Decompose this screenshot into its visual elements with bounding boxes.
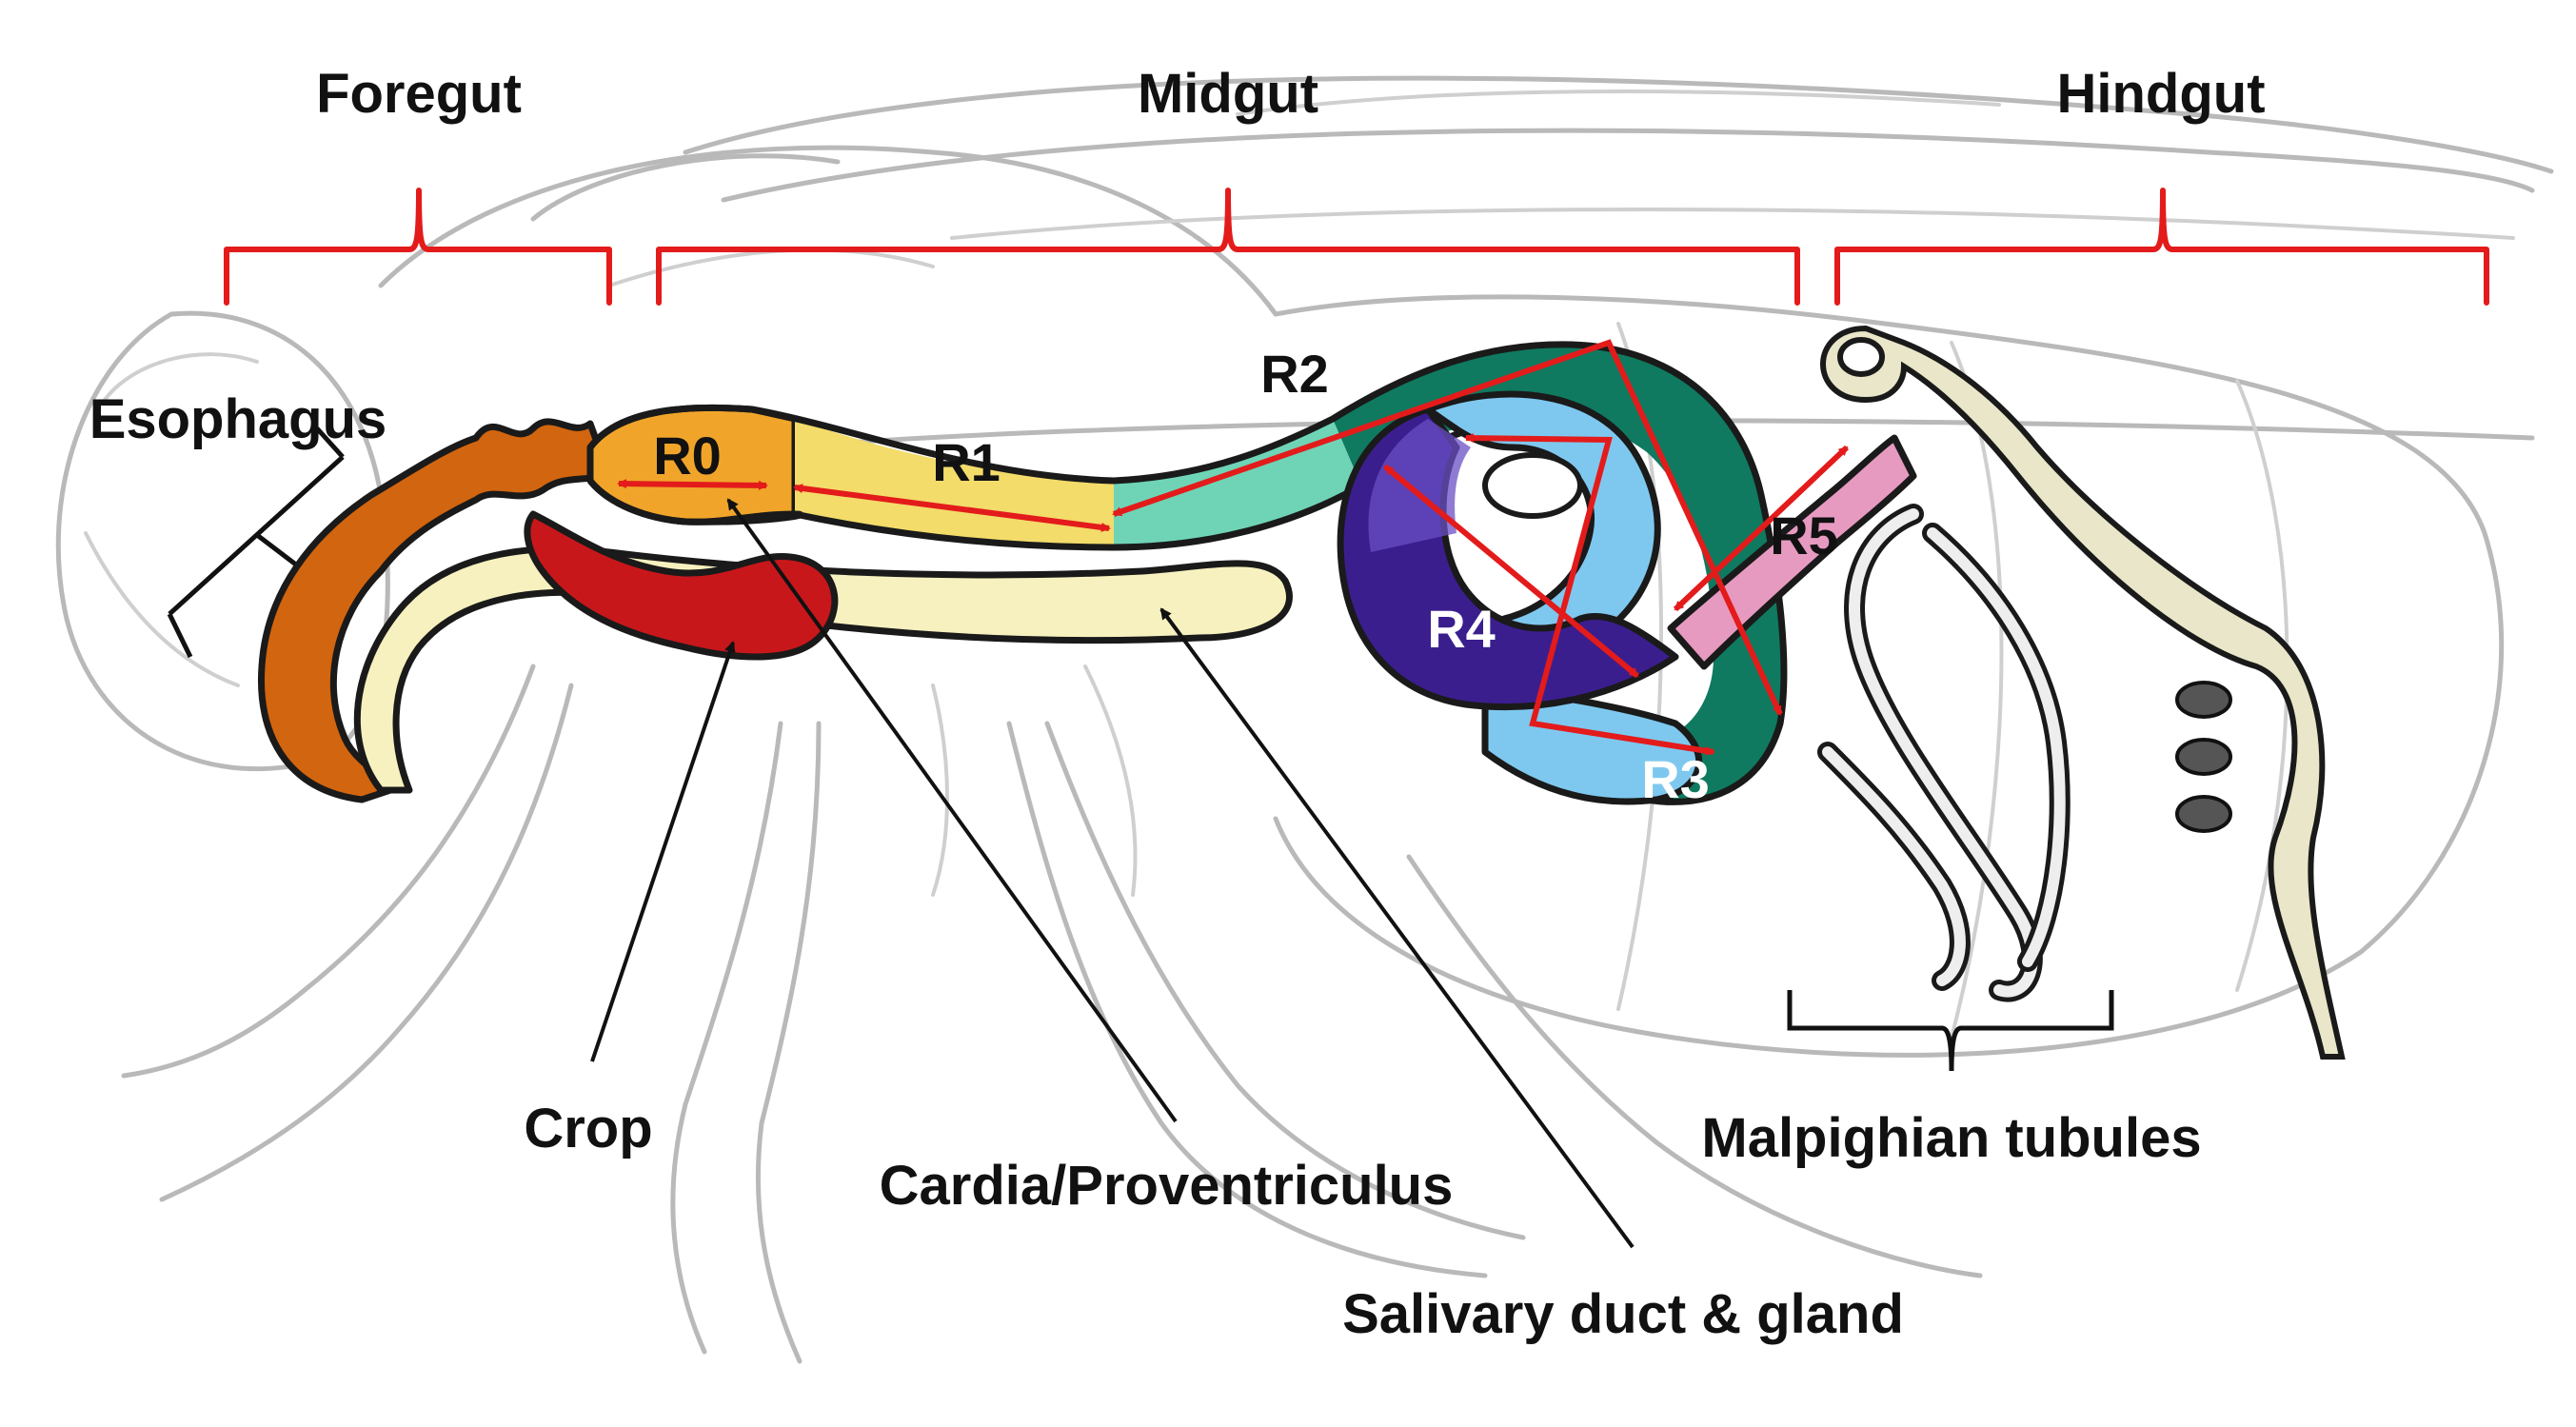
- foregut-label: Foregut: [316, 63, 522, 125]
- pointer-lines: [590, 498, 1635, 1249]
- hindgut: [1787, 325, 2346, 1072]
- hindgut-tube: [1820, 325, 2346, 1060]
- midgut-bracket: [656, 188, 1800, 306]
- rectal-pad-1: [2175, 681, 2232, 719]
- gut-r2-light: [1114, 419, 1361, 547]
- hindgut-loop: [1837, 337, 1885, 377]
- salivary-label: Salivary duct & gland: [1342, 1283, 1904, 1345]
- malpighian-bracket: [1787, 990, 2114, 1072]
- arrow-r4: [1383, 464, 1639, 679]
- malpighian-tubule-1: [1844, 504, 2043, 1002]
- malpighian-label: Malpighian tubules: [1701, 1107, 2201, 1169]
- gut-loop-hole: [1482, 452, 1583, 519]
- region-label-r4: R4: [1427, 599, 1496, 659]
- malpighian-tubule-1-fill: [1849, 508, 2038, 998]
- region-label-r5: R5: [1770, 505, 1838, 565]
- esophagus-bracket: [167, 426, 345, 659]
- region-label-r2: R2: [1260, 344, 1329, 404]
- region-label-r1: R1: [932, 432, 1001, 492]
- cardia-label: Cardia/Proventriculus: [880, 1155, 1454, 1217]
- arrow-r1: [793, 484, 1111, 532]
- salivary-pointer: [1159, 607, 1635, 1249]
- crop: [524, 510, 839, 661]
- rectal-pad-3: [2175, 795, 2232, 833]
- region-label-r0: R0: [653, 426, 722, 486]
- crop-pointer: [590, 641, 736, 1062]
- region-label-r3: R3: [1641, 749, 1710, 809]
- malpighian-tubule-3-fill: [1822, 746, 1966, 986]
- foregut-bracket: [224, 188, 612, 306]
- hindgut-bracket: [1834, 188, 2489, 306]
- cardia-pointer: [726, 498, 1178, 1123]
- section-brackets: [224, 188, 2489, 306]
- crop-label: Crop: [524, 1098, 652, 1159]
- esophagus-label: Esophagus: [89, 388, 387, 450]
- region-arrows: [617, 339, 1850, 756]
- malpighian-tubule-2-fill: [1927, 527, 2066, 967]
- esophagus: [257, 418, 613, 803]
- arrow-r0: [617, 479, 768, 490]
- rectal-pad-2: [2175, 738, 2232, 776]
- midgut-label: Midgut: [1138, 63, 1318, 125]
- arrow-r5: [1673, 445, 1850, 612]
- hindgut-label: Hindgut: [2056, 63, 2265, 125]
